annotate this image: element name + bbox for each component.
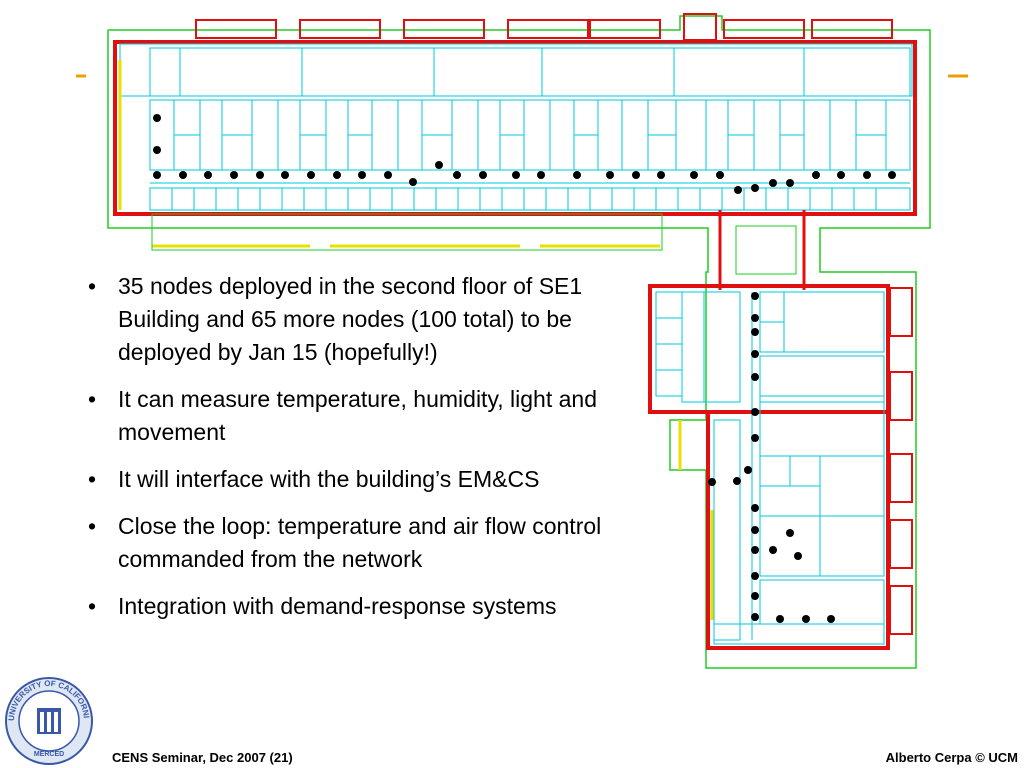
sensor-node (573, 171, 581, 179)
sensor-node (708, 478, 716, 486)
sensor-node (690, 171, 698, 179)
sensor-node (837, 171, 845, 179)
sensor-node (281, 171, 289, 179)
sensor-node (153, 171, 161, 179)
sensor-node (632, 171, 640, 179)
bullet-text: Close the loop: temperature and air flow… (118, 513, 602, 572)
sensor-node (657, 171, 665, 179)
bullet-item: • Integration with demand-response system… (88, 590, 648, 623)
university-seal-logo: UNIVERSITY OF CALIFORNIA MERCED (4, 676, 93, 765)
bullet-list: • 35 nodes deployed in the second floor o… (88, 270, 648, 637)
bullet-dot: • (88, 593, 97, 619)
sensor-node (751, 434, 759, 442)
sensor-node (769, 179, 777, 187)
footer-left: CENS Seminar, Dec 2007 (21) (112, 750, 293, 765)
sensor-node (384, 171, 392, 179)
bullet-item: • Close the loop: temperature and air flo… (88, 510, 648, 576)
sensor-node (751, 572, 759, 580)
bullet-dot: • (88, 273, 97, 299)
bullet-item: • It will interface with the building’s E… (88, 463, 648, 496)
sensor-node (153, 146, 161, 154)
sensor-node (751, 314, 759, 322)
sensor-node (827, 615, 835, 623)
exterior-outline (107, 15, 931, 669)
sensor-node (230, 171, 238, 179)
bullet-dot: • (88, 466, 97, 492)
sensor-node (435, 161, 443, 169)
sensor-node (786, 179, 794, 187)
sensor-node (512, 171, 520, 179)
sensor-node (751, 526, 759, 534)
bullet-text: 35 nodes deployed in the second floor of… (118, 273, 583, 365)
sensor-node (751, 184, 759, 192)
sensor-node (769, 546, 777, 554)
sensor-node (179, 171, 187, 179)
sensor-node (204, 171, 212, 179)
sensor-node (863, 171, 871, 179)
sensor-node (537, 171, 545, 179)
sensor-node (751, 504, 759, 512)
sensor-node (716, 171, 724, 179)
sensor-node (479, 171, 487, 179)
bullet-dot: • (88, 513, 97, 539)
sensor-node (751, 292, 759, 300)
sensor-node (153, 114, 161, 122)
east-wing (648, 210, 913, 650)
bullet-item: • 35 nodes deployed in the second floor o… (88, 270, 648, 369)
sensor-node (751, 373, 759, 381)
sensor-node (751, 328, 759, 336)
sensor-node (776, 615, 784, 623)
sensor-node (333, 171, 341, 179)
sensor-node (802, 615, 810, 623)
sensor-node (751, 613, 759, 621)
sensor-node (786, 529, 794, 537)
sensor-node (744, 466, 752, 474)
svg-text:MERCED: MERCED (34, 751, 64, 758)
sensor-node (733, 477, 741, 485)
sensor-node (409, 178, 417, 186)
bullet-text: It can measure temperature, humidity, li… (118, 386, 597, 445)
sensor-node (307, 171, 315, 179)
sensor-node (751, 350, 759, 358)
bullet-item: • It can measure temperature, humidity, l… (88, 383, 648, 449)
sensor-node (794, 552, 802, 560)
bullet-text: Integration with demand-response systems (118, 593, 557, 619)
bullet-text: It will interface with the building’s EM… (118, 466, 540, 492)
north-wing (76, 13, 968, 275)
footer-right: Alberto Cerpa © UCM (885, 750, 1018, 765)
sensor-node (606, 171, 614, 179)
bullet-dot: • (88, 386, 97, 412)
sensor-node (812, 171, 820, 179)
sensor-node (453, 171, 461, 179)
sensor-node (734, 186, 742, 194)
sensor-node (751, 408, 759, 416)
sensor-node (751, 546, 759, 554)
sensor-node (358, 171, 366, 179)
sensor-nodes (153, 114, 896, 623)
sensor-node (888, 171, 896, 179)
sensor-node (751, 592, 759, 600)
sensor-node (256, 171, 264, 179)
